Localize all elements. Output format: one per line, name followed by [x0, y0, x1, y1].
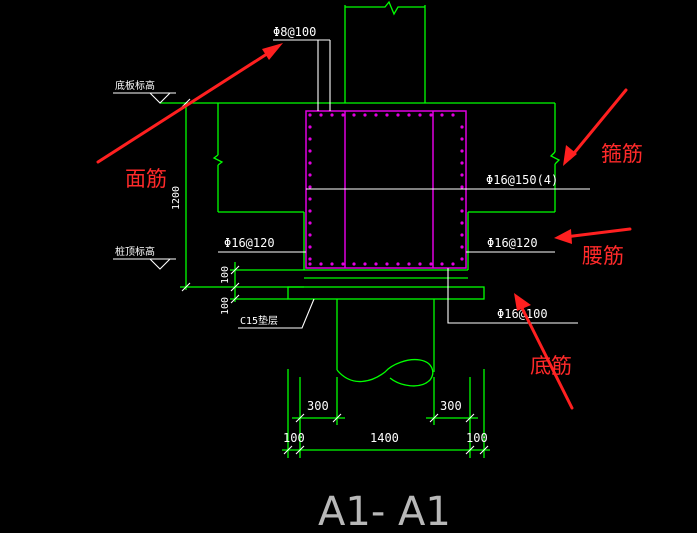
rebar-dot [440, 113, 444, 117]
horizontal-dimensions [282, 369, 490, 458]
dim-300-left-label: 300 [307, 399, 329, 413]
foundation-outline [160, 102, 561, 271]
bottom-rebar-note: 底筋 [530, 354, 572, 378]
rebar-dot [341, 262, 345, 266]
rebar-dot [418, 262, 422, 266]
dim-100b-label: 100 [220, 297, 231, 315]
rebar-dot [460, 209, 464, 213]
rebar-dot [363, 262, 367, 266]
rebar-dot [308, 262, 312, 266]
rebar-dot [330, 262, 334, 266]
rebar-dot [407, 262, 411, 266]
rebar-dot [460, 197, 464, 201]
rebar-dot [308, 209, 312, 213]
rebar-dot [460, 137, 464, 141]
cushion-leader [238, 298, 315, 329]
rebar-dot [460, 149, 464, 153]
waist-rebar-note: 腰筋 [582, 244, 624, 268]
rebar-dot [418, 113, 422, 117]
section-title: A1- A1 [318, 489, 451, 533]
rebar-dot [429, 262, 433, 266]
rebar-dot [308, 125, 312, 129]
bottom-rebar-label: Φ16@100 [497, 307, 548, 321]
rebar-dot [374, 113, 378, 117]
dim-1400-label: 1400 [370, 431, 399, 445]
rebar-dot [308, 173, 312, 177]
rebar-dot [396, 262, 400, 266]
rebar-dot [330, 113, 334, 117]
rebar-dot [440, 262, 444, 266]
rebar-dot [385, 262, 389, 266]
rebar-dot [352, 262, 356, 266]
bottom-rebar-leader [447, 268, 578, 324]
rebar-dot [308, 161, 312, 165]
top-rebar-leader [273, 39, 331, 111]
dim-300-right-label: 300 [440, 399, 462, 413]
waist-right-label: Φ16@120 [487, 236, 538, 250]
rebar-dot [308, 197, 312, 201]
height-dimension [180, 98, 304, 304]
rebar-dot [451, 262, 455, 266]
rebar-dot [460, 125, 464, 129]
face-rebar-note: 面筋 [125, 167, 167, 191]
rebar-dot [308, 245, 312, 249]
rebar-dot [341, 113, 345, 117]
rebar-dot [460, 233, 464, 237]
rebar-dot [308, 149, 312, 153]
elevation-bottom-label: 桩顶标高 [115, 245, 155, 258]
rebar-dot [308, 221, 312, 225]
rebar-dot [308, 137, 312, 141]
cushion-label: C15垫层 [240, 314, 278, 327]
rebar-dot [308, 113, 312, 117]
rebar-dot [396, 113, 400, 117]
rebar-dot [460, 173, 464, 177]
top-rebar-label: Φ8@100 [273, 25, 316, 39]
waist-left-label: Φ16@120 [224, 236, 275, 250]
rebar-dot [319, 262, 323, 266]
dim-100a-label: 100 [220, 266, 231, 284]
rebar-dot [308, 257, 312, 261]
stirrup-label: Φ16@150(4) [486, 173, 558, 187]
rebar-dot [460, 245, 464, 249]
rebar-dot [460, 185, 464, 189]
rebar-dot [374, 262, 378, 266]
hoop-rebar-note: 箍筋 [601, 142, 643, 166]
rebar-dot [407, 113, 411, 117]
rebar-dot [308, 233, 312, 237]
height-dim-label: 1200 [171, 186, 182, 210]
rebar-dot [319, 113, 323, 117]
rebar-dot [385, 113, 389, 117]
rebar-dot [460, 257, 464, 261]
elevation-top-label: 底板标高 [115, 79, 155, 92]
elevation-top-mark [113, 92, 176, 104]
rebar-dot [308, 185, 312, 189]
cushion-and-pile [287, 277, 485, 387]
rebar-dot [460, 221, 464, 225]
rebar-dot [460, 161, 464, 165]
elevation-bottom-mark [113, 258, 176, 270]
dim-100-left-label: 100 [283, 431, 305, 445]
rebar-dot [363, 113, 367, 117]
rebar-dot [429, 113, 433, 117]
rebar-dot [451, 113, 455, 117]
rebar-dot [352, 113, 356, 117]
dim-100-right-label: 100 [466, 431, 488, 445]
annotation-arrows [96, 43, 632, 410]
column-above [344, 0, 426, 103]
